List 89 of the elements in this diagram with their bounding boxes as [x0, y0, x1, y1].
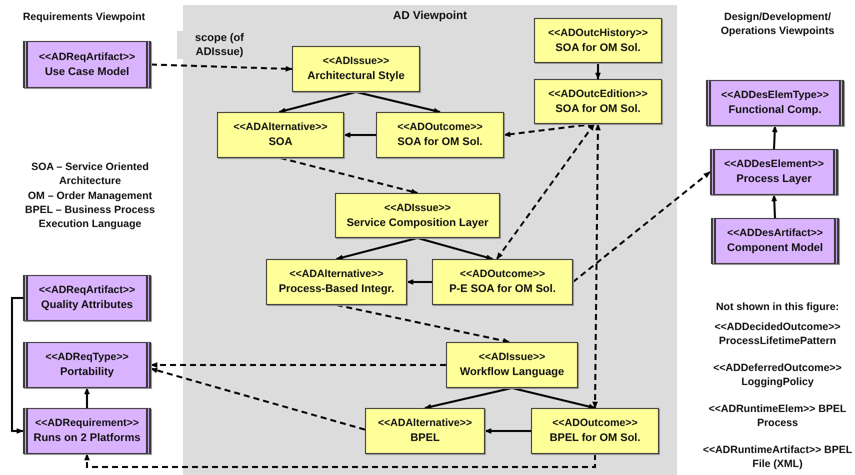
artifact-box: [23, 275, 151, 321]
arrow: [278, 91, 356, 114]
arrow: [772, 125, 778, 150]
element-name: Process Layer: [736, 172, 812, 187]
element-name: BPEL for OM Sol.: [550, 431, 640, 446]
element-name: P-E SOA for OM Sol.: [449, 282, 556, 297]
note-text: BPEL – Business Process Execution Language: [24, 203, 156, 231]
viewpoint-panel: [183, 5, 677, 475]
stereotype-label: <<ADDesArtifact>>: [727, 226, 823, 241]
note-text: SOA – Service Oriented Architecture: [30, 160, 150, 188]
arrow: [280, 157, 418, 194]
element-name: SOA for OM Sol.: [555, 40, 641, 56]
arrow: [336, 304, 510, 344]
artifact-box: [23, 342, 151, 388]
note-text: <<ADRuntimeArtifact>> BPEL File (XML): [702, 443, 854, 471]
artifact-box: [710, 149, 838, 195]
element-name: SOA for OM Sol.: [397, 135, 483, 150]
arrow: [592, 123, 601, 409]
stereotype-label: <<ADDesElement>>: [724, 157, 824, 172]
stereotype-label: <<ADOutcEdition>>: [548, 86, 648, 102]
element-name: SOA: [268, 135, 292, 150]
stereotype-label: <<ADAlternative>>: [234, 120, 328, 135]
arrow: [84, 453, 596, 468]
arrow: [150, 368, 366, 431]
stereotype-label: <<ADOutcome>>: [460, 267, 546, 282]
arrow: [484, 428, 531, 434]
note-text: OM – Order Management: [26, 189, 154, 203]
element-name: Portability: [60, 365, 114, 380]
element-name: Quality Attributes: [41, 298, 133, 313]
decision-box: [217, 112, 344, 158]
decision-box: [365, 408, 485, 454]
viewpoint-heading: Design/Development/ Operations Viewpoints: [720, 10, 836, 38]
stereotype-label: <<ADOutcome>>: [552, 416, 638, 431]
artifact-box: [706, 80, 844, 126]
decision-box: [446, 342, 578, 388]
element-name: BPEL: [410, 431, 440, 446]
stereotype-label: <<ADReqArtifact>>: [38, 283, 136, 298]
element-name: Runs on 2 Platforms: [34, 431, 140, 446]
decision-box: [534, 18, 662, 63]
arrow: [417, 237, 494, 260]
arrow: [336, 237, 418, 260]
arrow: [356, 91, 441, 114]
decision-box: [335, 193, 500, 238]
element-name: Use Case Model: [44, 64, 130, 80]
artifact-box: [711, 218, 839, 264]
note-text: <<ADRuntimeElem>> BPEL Process: [708, 402, 848, 430]
arrow: [150, 64, 293, 72]
arrow: [771, 194, 778, 218]
element-name: SOA for OM Sol.: [555, 102, 641, 116]
arrow: [572, 171, 711, 283]
stereotype-label: <<ADIssue>>: [384, 200, 451, 216]
decision-box: [534, 79, 662, 124]
element-name: Workflow Language: [460, 365, 564, 380]
arrow: [406, 279, 432, 285]
note-text: <<ADDeferredOutcome>> LoggingPolicy: [712, 361, 843, 389]
decision-box: [432, 259, 573, 305]
stereotype-label: <<ADOutcome>>: [397, 120, 483, 135]
stereotype-label: <<ADIssue>>: [322, 54, 390, 69]
stereotype-label: <<ADOutcHistory>>: [548, 26, 648, 40]
stereotype-label: <<ADReqArtifact>>: [38, 50, 136, 64]
decision-box: [292, 46, 420, 92]
element-name: Service Composition Layer: [346, 216, 488, 230]
panel-title: AD Viewpoint: [392, 10, 468, 22]
arrow: [512, 387, 596, 410]
stereotype-label: <<ADReqType>>: [45, 350, 129, 365]
viewpoint-heading: Requirements Viewpoint: [22, 10, 146, 24]
stereotype-label: <<ADAlternative>>: [290, 267, 384, 282]
arrow: [84, 387, 90, 408]
note-heading: Not shown in this figure:: [714, 300, 840, 314]
stereotype-label: <<ADAlternative>>: [378, 416, 472, 431]
decision-box: [531, 408, 659, 454]
stereotype-label: <<ADRequirement>>: [35, 416, 139, 431]
arrow: [343, 132, 376, 138]
element-name: Functional Comp.: [728, 103, 822, 118]
element-name: Component Model: [727, 241, 823, 256]
element-name: Architectural Style: [307, 69, 405, 84]
arrow: [424, 387, 512, 410]
note-text: <<ADDecidedOutcome>> ProcessLifetimePattern: [713, 320, 842, 348]
decision-box: [266, 259, 407, 305]
artifact-box: [23, 41, 151, 88]
artifact-box: [23, 408, 151, 454]
arrow: [496, 123, 595, 260]
element-name: Process-Based Integr.: [278, 282, 394, 297]
stereotype-label: <<ADDesElemType>>: [721, 88, 829, 103]
stereotype-label: <<ADIssue>>: [478, 350, 546, 365]
arrow: [11, 297, 24, 434]
arrow: [595, 63, 601, 80]
arrow: [150, 362, 446, 368]
decision-box: [376, 112, 504, 158]
